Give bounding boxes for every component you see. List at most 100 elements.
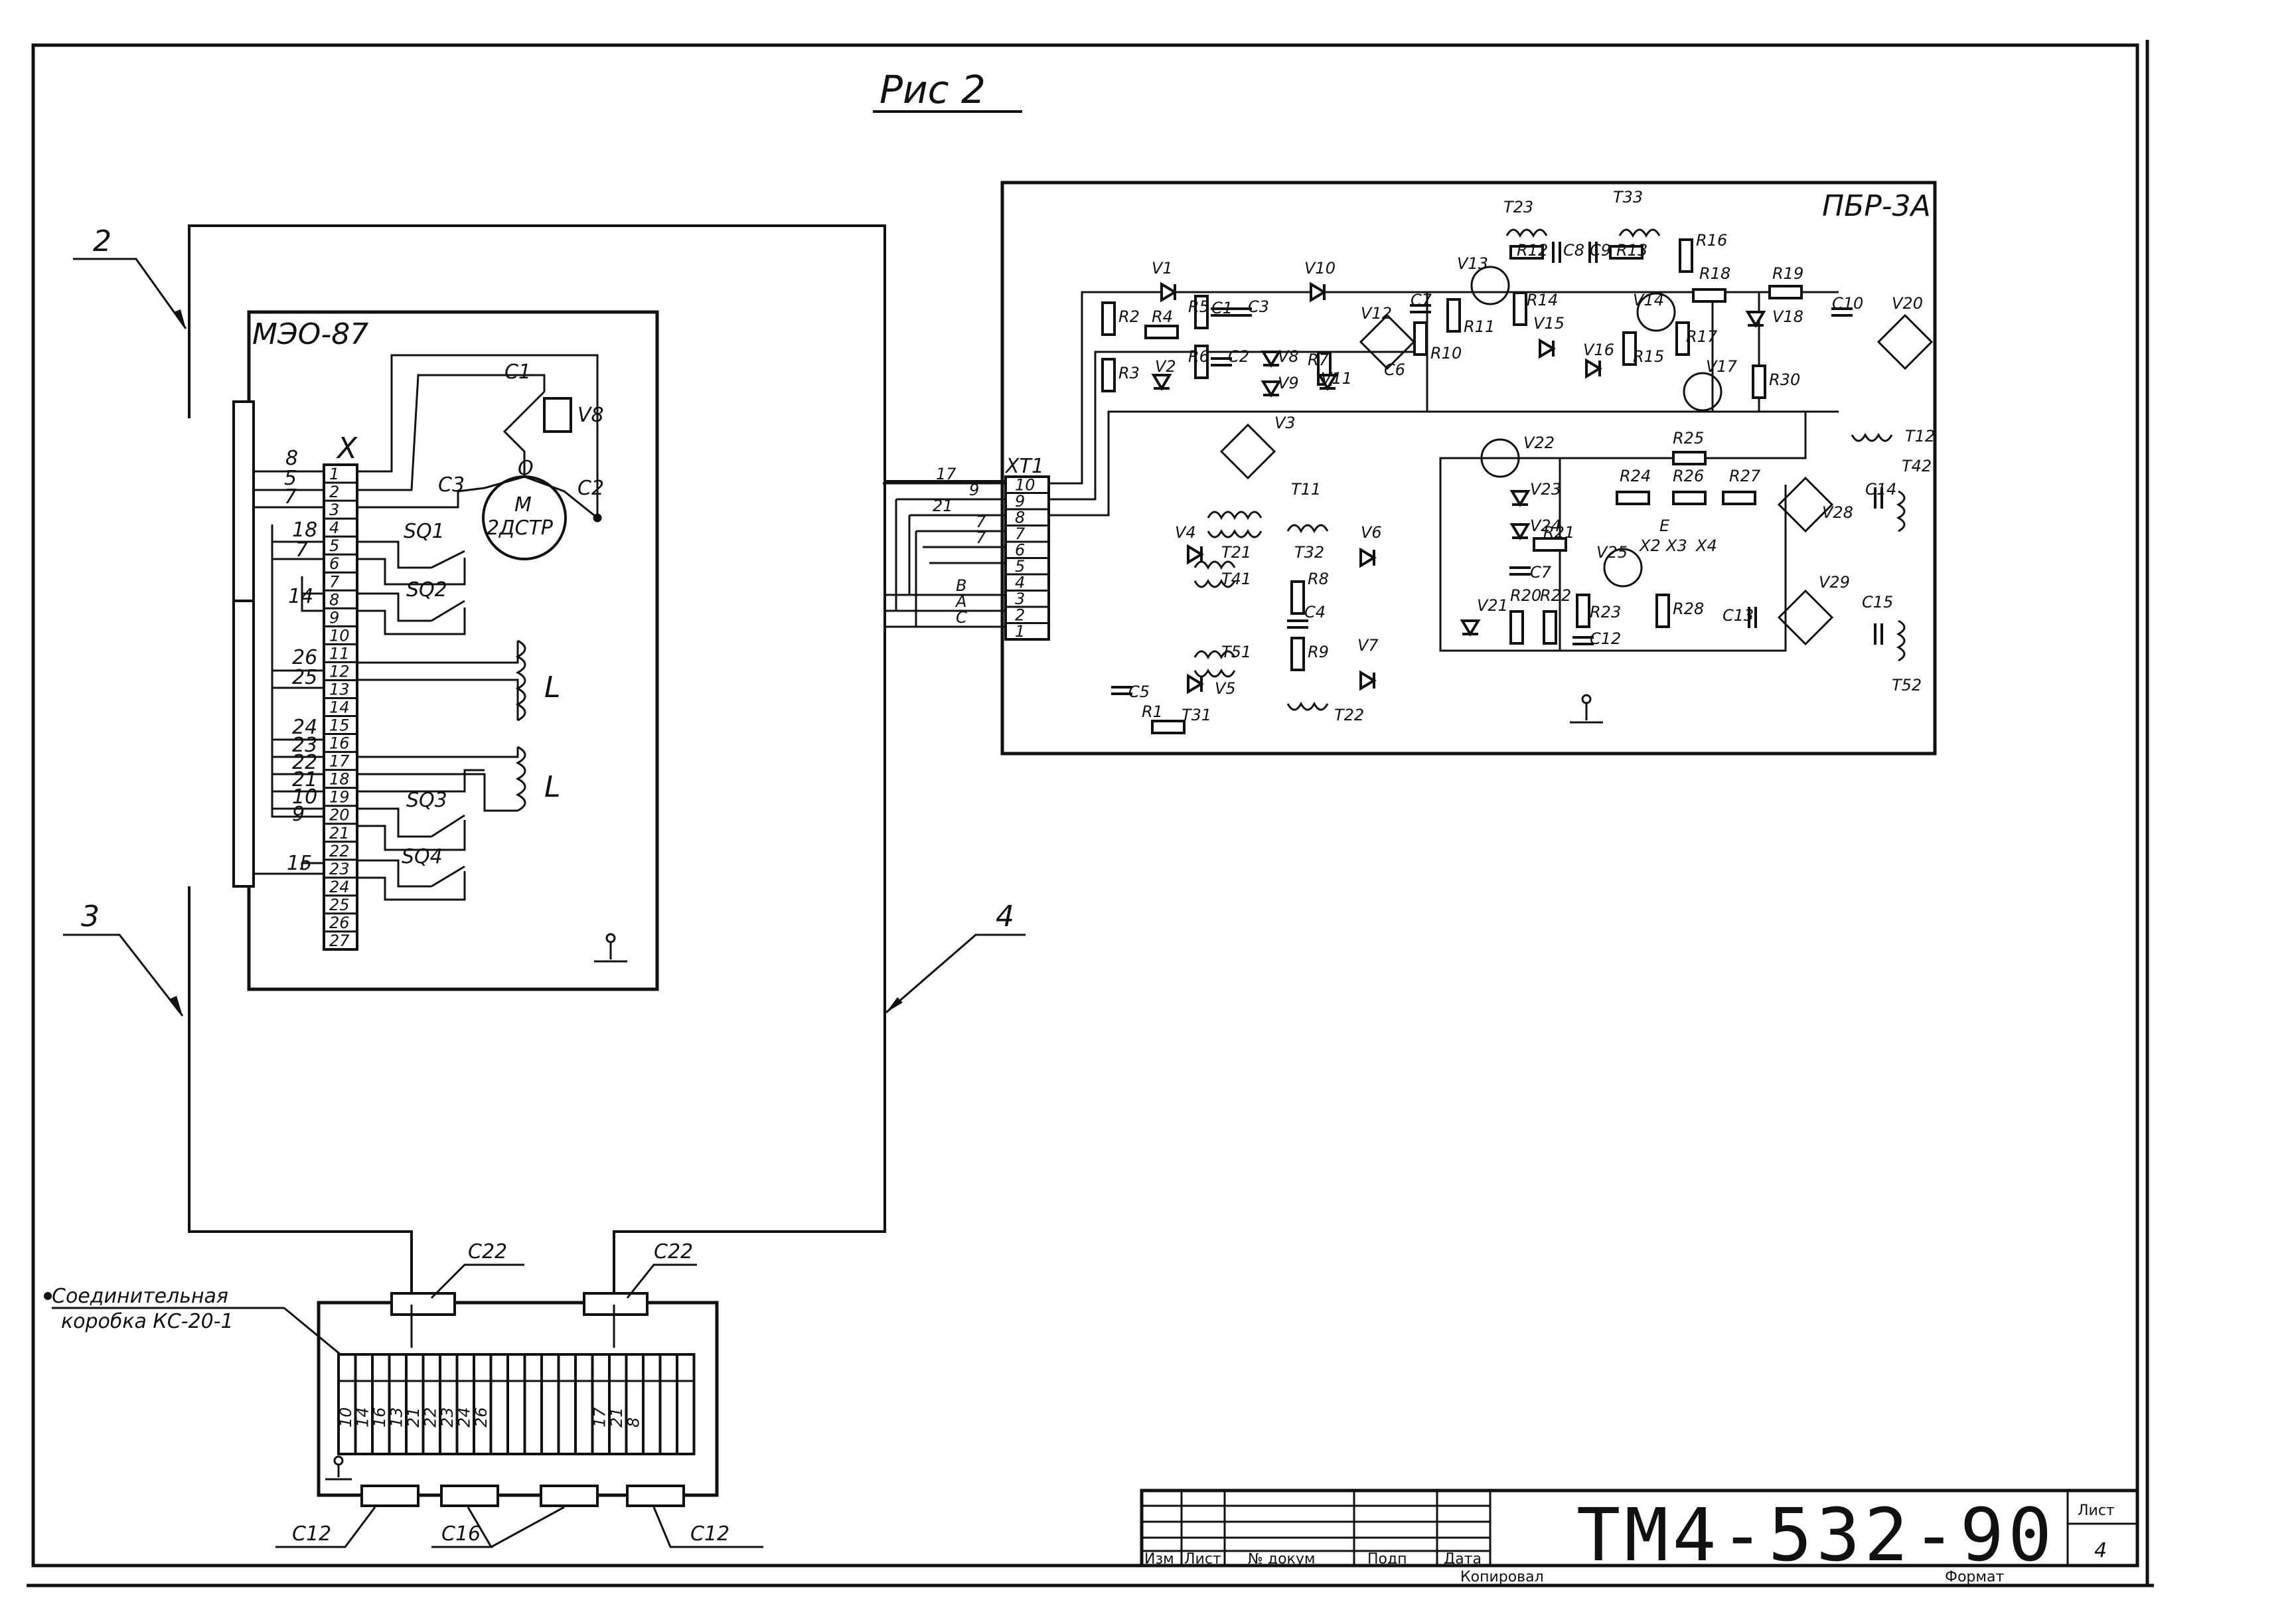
resistor xyxy=(1609,245,1644,260)
component-label: R12 xyxy=(1517,241,1548,260)
cable-route xyxy=(188,224,1009,1305)
diode xyxy=(1539,338,1556,359)
terminal-block-header: X xyxy=(336,432,358,465)
gland-bottom-1 xyxy=(360,1485,420,1507)
component-label: V29 xyxy=(1819,573,1850,592)
component-label: R30 xyxy=(1769,370,1800,389)
svg-text:23: 23 xyxy=(292,734,317,757)
component-label: C12 xyxy=(1590,629,1621,648)
component-label: R18 xyxy=(1699,264,1730,283)
diode xyxy=(1359,547,1377,568)
jb-terminal xyxy=(354,1353,374,1455)
resistor xyxy=(1509,610,1524,645)
jb-terminal xyxy=(591,1353,611,1455)
resistor xyxy=(1290,637,1305,671)
motor-label: М xyxy=(514,493,532,517)
component-label: Х2 xyxy=(1638,536,1661,555)
component-label: V22 xyxy=(1523,434,1555,452)
terminal-number: 6 xyxy=(329,554,339,573)
diode xyxy=(1151,374,1172,391)
component-label: R20 xyxy=(1510,586,1541,605)
svg-text:7: 7 xyxy=(976,528,986,547)
component-label: C9 xyxy=(1590,241,1611,260)
component-label: V7 xyxy=(1357,636,1379,655)
svg-text:L: L xyxy=(544,671,561,704)
svg-text:14: 14 xyxy=(288,585,313,608)
motor-neutral: О xyxy=(518,457,534,480)
terminal-number: 8 xyxy=(329,590,339,609)
component-label: R23 xyxy=(1590,603,1621,621)
jb-terminal xyxy=(523,1353,543,1455)
svg-text:5: 5 xyxy=(284,467,297,490)
component-label: C5 xyxy=(1128,683,1150,701)
jb-terminal xyxy=(439,1353,459,1455)
title-block: Изм Лист № докум Подп Дата ТМ4-532-90 Ли… xyxy=(1140,1489,2139,1585)
xt1-terminal-number: 6 xyxy=(1015,541,1025,560)
component-label: R4 xyxy=(1152,307,1173,326)
component-label: Е xyxy=(1659,517,1670,535)
component-label: R14 xyxy=(1527,291,1558,309)
svg-text:С22: С22 xyxy=(654,1240,693,1263)
gland-bottom-4 xyxy=(626,1485,685,1507)
svg-text:7: 7 xyxy=(284,485,297,509)
bridge-rectifiers xyxy=(1219,313,1934,646)
jb-terminal xyxy=(642,1353,662,1455)
diode xyxy=(1187,673,1204,694)
diode xyxy=(1359,670,1377,691)
component-label: V20 xyxy=(1892,294,1923,313)
terminal-number: 20 xyxy=(329,806,350,825)
diode xyxy=(1187,544,1204,565)
svg-text:26: 26 xyxy=(292,646,317,669)
terminal-number: 5 xyxy=(329,536,339,555)
component-label: V16 xyxy=(1583,341,1614,359)
svg-text:3: 3 xyxy=(81,900,100,933)
junction-box-name-2: коробка КС-20-1 xyxy=(61,1310,234,1333)
diode xyxy=(1509,490,1531,507)
junction-box: Соединительная коробка КС-20-1 101416132… xyxy=(44,1240,763,1548)
jb-terminal-label: 24 xyxy=(455,1407,473,1427)
jb-terminal xyxy=(371,1353,391,1455)
limit-switches: SQ1 SQ2 SQ3 SQ4 xyxy=(357,520,466,901)
resistor xyxy=(1151,720,1186,734)
svg-text:В: В xyxy=(956,576,966,595)
xt1-terminal-number: 1 xyxy=(1015,622,1025,641)
resistor xyxy=(1655,594,1670,628)
resistor xyxy=(1513,291,1527,326)
component-label: Т42 xyxy=(1902,457,1932,475)
component-label: R17 xyxy=(1686,327,1718,346)
terminal-number: 17 xyxy=(329,752,350,771)
motor-windings xyxy=(457,390,598,519)
svg-text:25: 25 xyxy=(292,666,317,689)
component-label: R8 xyxy=(1308,570,1329,588)
jb-terminal xyxy=(574,1353,594,1455)
component-label: R24 xyxy=(1620,467,1651,485)
component-label: Т33 xyxy=(1613,188,1643,206)
svg-text:18: 18 xyxy=(292,519,317,542)
component-label: C14 xyxy=(1865,480,1896,499)
component-label: V12 xyxy=(1361,304,1392,323)
jb-terminal-label: 14 xyxy=(353,1407,372,1427)
jb-terminal xyxy=(506,1353,526,1455)
svg-text:SQ4: SQ4 xyxy=(402,845,443,868)
component-label: Х3 xyxy=(1665,536,1687,555)
terminal-number: 3 xyxy=(329,501,339,519)
component-label: V1 xyxy=(1152,259,1173,278)
callout-3: 3 xyxy=(63,900,184,1016)
jb-terminal xyxy=(388,1353,408,1455)
component-label: V8 xyxy=(1278,347,1299,366)
resistor xyxy=(1509,245,1544,260)
resistor xyxy=(1752,364,1766,399)
component-label: C1 xyxy=(1211,299,1233,317)
jb-terminal xyxy=(658,1353,678,1455)
component-label: R16 xyxy=(1696,231,1727,250)
component-label: V5 xyxy=(1215,679,1236,698)
component-label: R2 xyxy=(1118,307,1140,326)
meo-wire-labels: 8 5 7 18 7 14 26 25 24 23 22 21 10 9 15 xyxy=(284,447,317,875)
component-label: V14 xyxy=(1633,291,1664,309)
component-label: Т23 xyxy=(1503,198,1533,216)
gland-bottom-3 xyxy=(540,1485,599,1507)
terminal-number: 4 xyxy=(329,519,339,537)
figure-title: Рис 2 xyxy=(880,67,986,112)
svg-text:8: 8 xyxy=(285,447,298,470)
